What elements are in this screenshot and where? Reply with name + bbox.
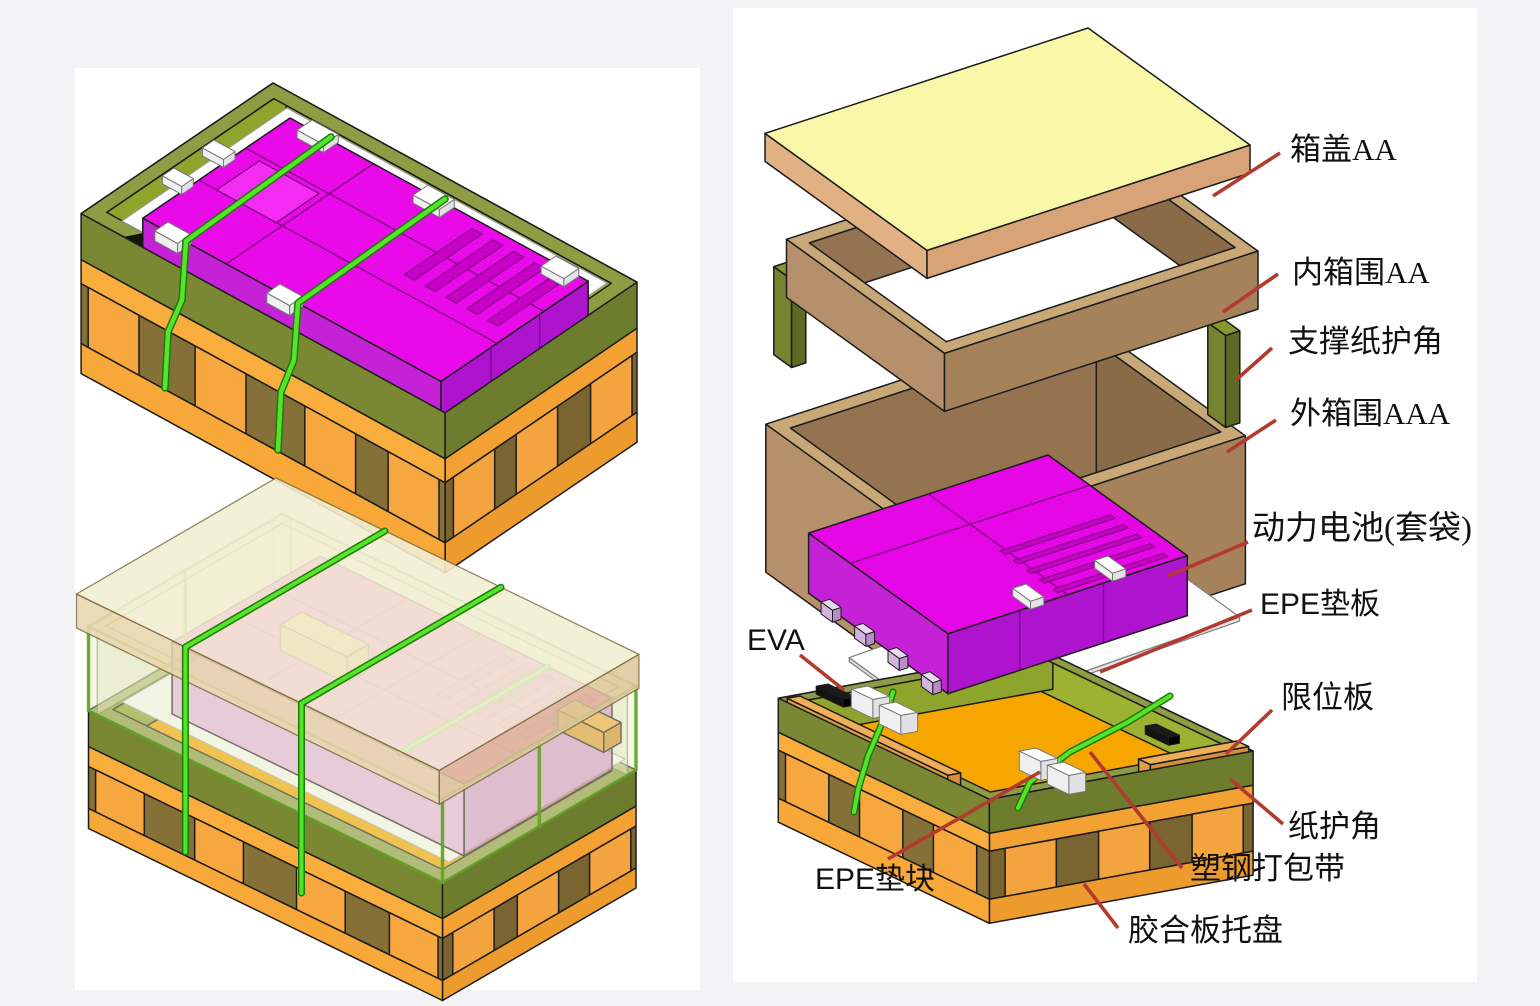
label-limit-plate: 限位板 (1281, 680, 1374, 715)
label-battery: 动力电池(套袋) (1252, 511, 1472, 547)
label-plywood-pallet: 胶合板托盘 (1128, 913, 1283, 948)
label-epe-block: EPE垫块 (815, 863, 936, 896)
label-outer-band: 外箱围AAA (1290, 396, 1451, 431)
label-box-lid: 箱盖AA (1290, 132, 1397, 167)
leader-lines (798, 151, 1285, 930)
label-support-corner: 支撑纸护角 (1288, 324, 1443, 359)
transparent-view (75, 477, 640, 1002)
label-strap: 塑钢打包带 (1190, 851, 1345, 886)
label-paper-corner: 纸护角 (1288, 809, 1381, 844)
packed-view (80, 82, 638, 574)
label-eva: EVA (747, 624, 805, 657)
label-epe-sheet: EPE垫板 (1260, 588, 1381, 621)
label-inner-band: 内箱围AA (1292, 255, 1430, 290)
